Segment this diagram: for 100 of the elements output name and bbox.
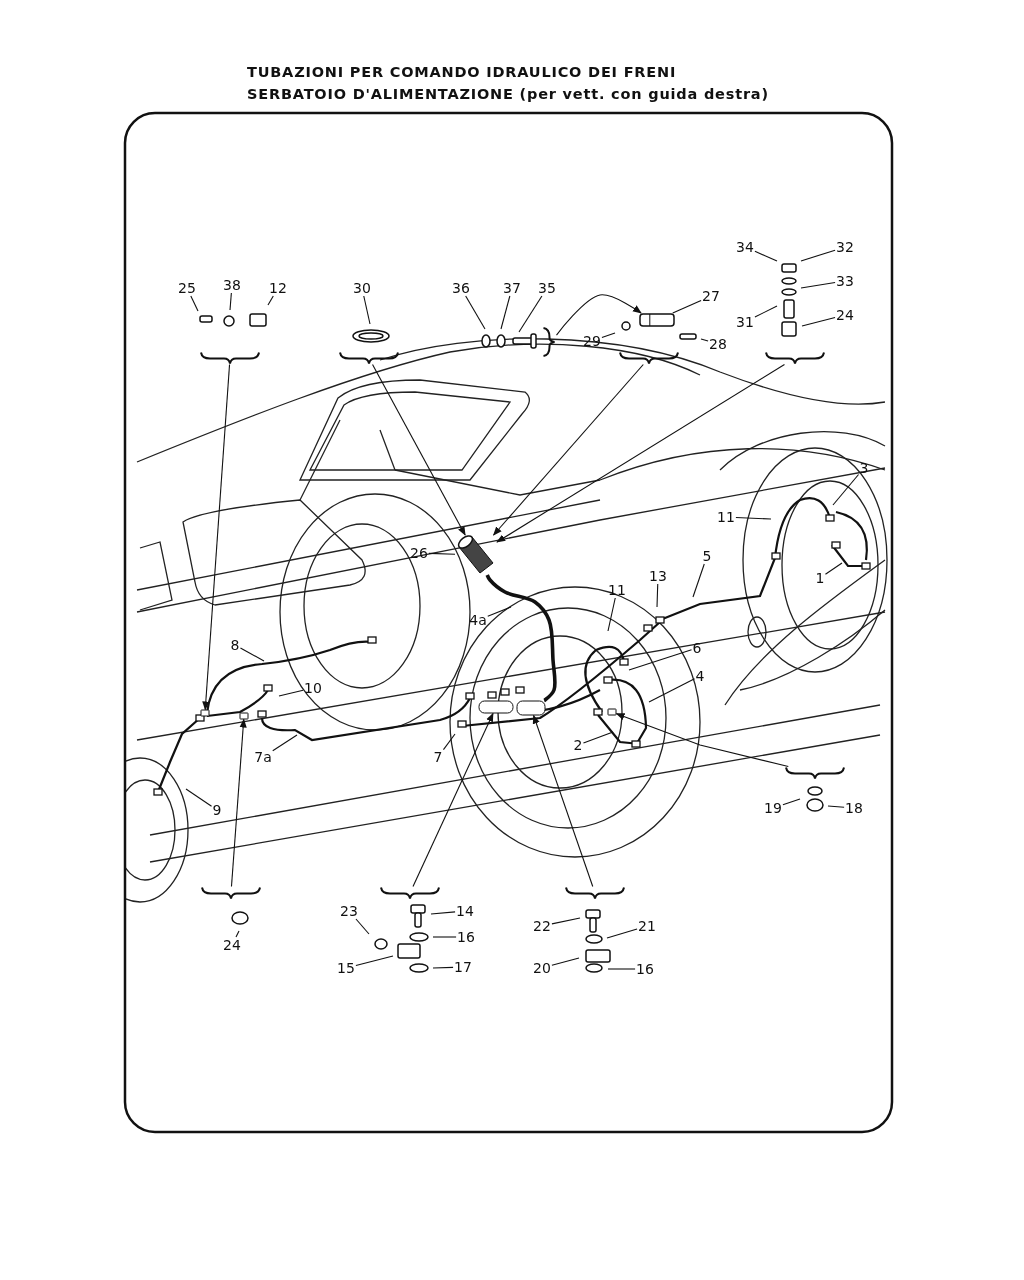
- brace: [199, 351, 261, 365]
- arrow: [202, 363, 231, 711]
- leader-line: [782, 798, 801, 806]
- leader-line: [648, 678, 696, 703]
- leader-line: [827, 805, 845, 808]
- callout-number: 22: [532, 918, 552, 934]
- leader-line: [500, 295, 511, 330]
- arrow: [371, 363, 466, 536]
- pipe-fitting-drawing: [239, 712, 249, 720]
- callout-number: 24: [222, 937, 242, 953]
- pipe-fitting-drawing: [200, 709, 210, 717]
- leader-line: [656, 583, 659, 608]
- callout-number: 23: [339, 903, 359, 919]
- leader-line: [692, 563, 705, 598]
- arrow: [230, 718, 247, 888]
- callout-number: 2: [572, 737, 584, 753]
- leader-line: [754, 305, 778, 318]
- callout-number: 33: [835, 273, 855, 289]
- leader-line: [272, 734, 298, 752]
- leader-line: [363, 295, 371, 325]
- callout-number: 10: [303, 680, 323, 696]
- callout-number: 20: [532, 960, 552, 976]
- brace: [541, 327, 557, 357]
- arrow: [555, 294, 642, 336]
- pipe-clamp-drawing: [638, 313, 676, 327]
- callout-number: 24: [835, 307, 855, 323]
- arrow: [496, 363, 786, 543]
- callout-number: 13: [648, 568, 668, 584]
- brace: [338, 351, 400, 365]
- leader-line: [754, 250, 778, 262]
- callout-number: 31: [735, 314, 755, 330]
- leader-line: [607, 597, 616, 632]
- leader-line: [190, 295, 199, 312]
- leader-line: [551, 917, 581, 925]
- pipe-fitting-drawing: [607, 708, 617, 716]
- leader-line: [800, 282, 836, 289]
- leader-line: [551, 957, 580, 966]
- callout-number: 4: [694, 668, 706, 684]
- leader-line: [442, 733, 456, 751]
- arrow: [492, 363, 644, 536]
- callout-number: 21: [637, 918, 657, 934]
- callout-number: 35: [537, 280, 557, 296]
- callout-number: 16: [456, 929, 476, 945]
- callout-number: 1: [814, 570, 826, 586]
- leader-line: [428, 552, 456, 555]
- callout-number: 9: [211, 802, 223, 818]
- callout-number: 38: [222, 277, 242, 293]
- leader-line: [832, 473, 860, 506]
- brace: [564, 886, 626, 900]
- leader-line: [601, 332, 616, 339]
- leader-line: [355, 955, 394, 966]
- callout-number: 32: [835, 239, 855, 255]
- leader-line: [607, 968, 636, 970]
- leader-line: [278, 689, 304, 697]
- callout-number: 17: [453, 959, 473, 975]
- leader-line: [239, 647, 265, 662]
- leader-line: [465, 295, 486, 330]
- callout-number: 19: [763, 800, 783, 816]
- leader-line: [430, 911, 456, 915]
- leader-line: [700, 338, 709, 342]
- leader-line: [432, 966, 454, 969]
- leader-line: [606, 928, 638, 939]
- arrow: [412, 712, 494, 888]
- subtitle: SERBATOIO D'ALIMENTAZIONE (per vett. con guida destra): [247, 86, 769, 102]
- leader-line: [267, 295, 274, 306]
- arrow: [532, 714, 594, 888]
- callout-number: 11: [607, 582, 627, 598]
- callout-number: 4a: [468, 612, 488, 628]
- leader-line: [800, 249, 836, 262]
- callout-number: 16: [635, 961, 655, 977]
- callout-number: 27: [701, 288, 721, 304]
- callout-number: 15: [336, 960, 356, 976]
- brace: [618, 351, 680, 365]
- leader-line: [185, 788, 213, 807]
- title: TUBAZIONI PER COMANDO IDRAULICO DEI FRENI: [247, 64, 677, 80]
- leader-line: [672, 299, 702, 314]
- brake-valve-drawing: [516, 700, 546, 716]
- callout-number: 6: [691, 640, 703, 656]
- callout-number: 5: [701, 548, 713, 564]
- leader-line: [432, 936, 457, 938]
- brace: [764, 351, 826, 365]
- leader-line: [801, 317, 836, 327]
- callout-number: 8: [229, 637, 241, 653]
- leader-line: [355, 918, 370, 935]
- callout-number: 7a: [253, 749, 273, 765]
- leader-line: [628, 649, 693, 671]
- callout-number: 11: [716, 509, 736, 525]
- brake-valve-drawing: [478, 700, 514, 714]
- leader-line: [582, 731, 614, 744]
- leader-line: [518, 295, 543, 333]
- callout-number: 37: [502, 280, 522, 296]
- brace: [784, 766, 846, 780]
- callout-number: 12: [268, 280, 288, 296]
- leader-line: [487, 606, 512, 617]
- brake-pipe: [485, 574, 557, 702]
- leader-line: [735, 516, 772, 520]
- callout-number: 25: [177, 280, 197, 296]
- brace: [200, 886, 262, 900]
- callout-number: 34: [735, 239, 755, 255]
- arrow: [615, 713, 789, 768]
